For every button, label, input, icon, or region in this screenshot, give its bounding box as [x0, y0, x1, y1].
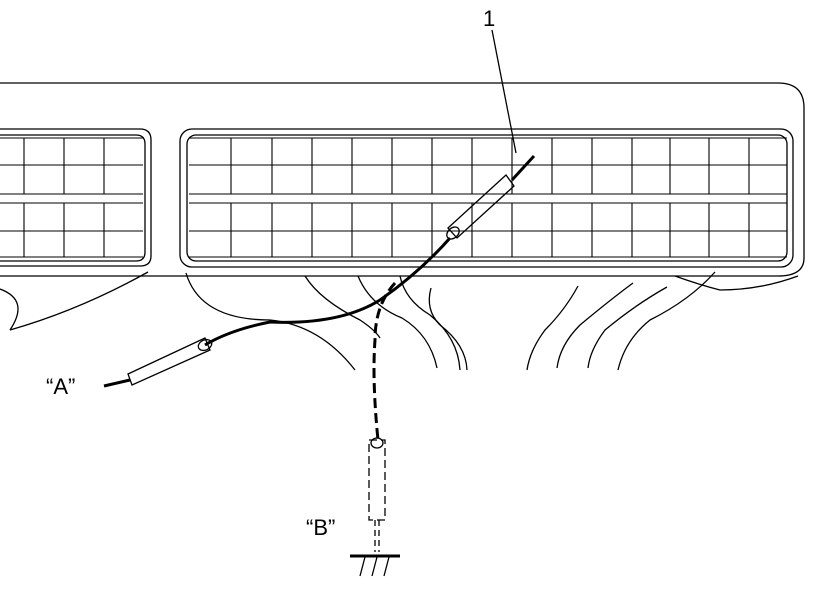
probe-a-wire [204, 237, 452, 347]
probe-a-label: “A” [46, 374, 75, 399]
probe-b-handle [368, 439, 386, 521]
probe-a [103, 154, 536, 388]
probe-a-pin [103, 378, 131, 388]
connector-housing [0, 82, 805, 277]
probe-a-tip-handle [447, 174, 515, 239]
left-connector-block [0, 128, 152, 267]
probe-b-wire [372, 281, 397, 441]
probe-a-handle [127, 337, 211, 386]
right-connector-block [179, 128, 794, 268]
ground-icon [350, 554, 400, 577]
probe-a-pin-1 [510, 154, 536, 182]
probe-b-label: “B” [306, 515, 335, 540]
callout-leader-line [491, 29, 517, 154]
callout-number: 1 [483, 6, 495, 31]
probe-b [368, 281, 397, 552]
